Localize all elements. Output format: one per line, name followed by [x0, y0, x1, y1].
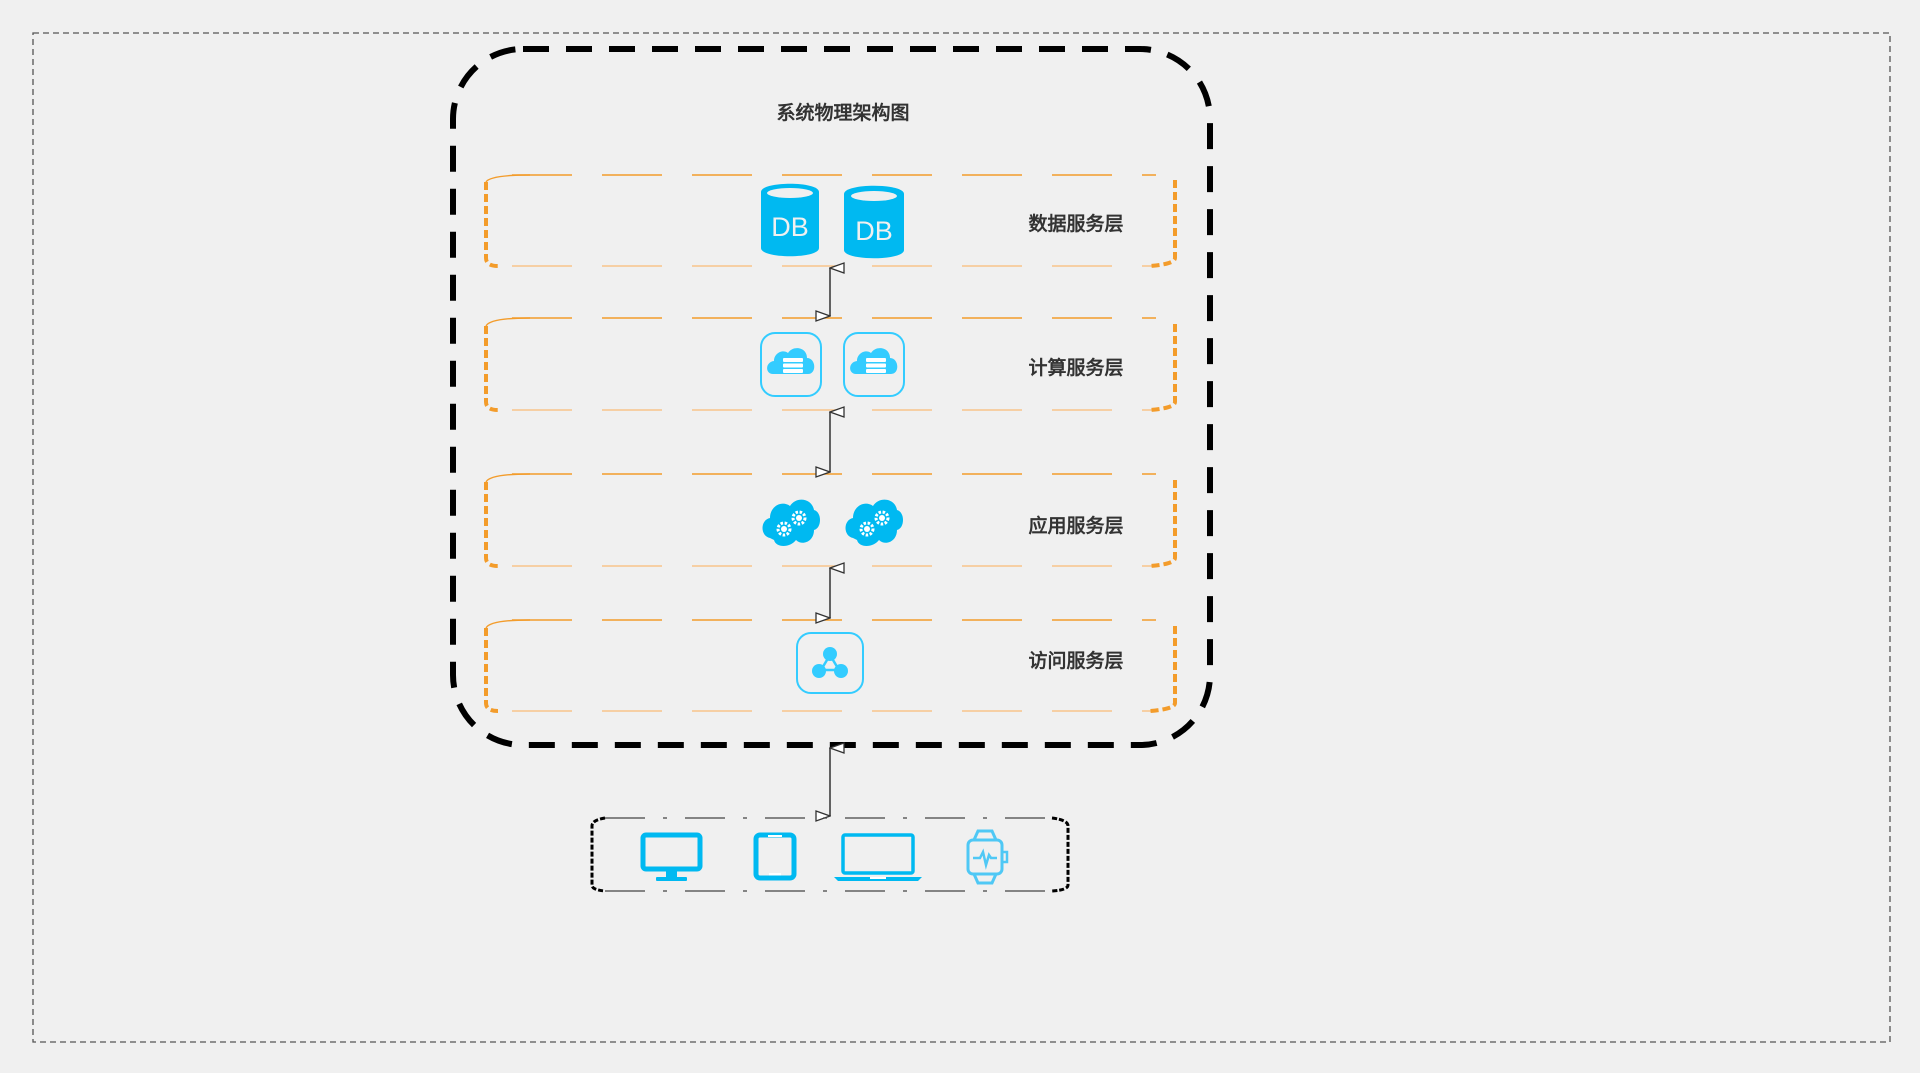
- desktop-monitor-icon: [640, 832, 703, 881]
- diagram-title: 系统物理架构图: [776, 102, 910, 124]
- cloud-server-icon: [843, 332, 905, 397]
- cloud-gears-icon: [762, 499, 820, 546]
- layer-label-data: 数据服务层: [1028, 213, 1124, 235]
- laptop-icon: [834, 833, 922, 881]
- svg-text:DB: DB: [855, 216, 893, 246]
- database-icon: DB: [761, 183, 819, 257]
- layer-label-access: 访问服务层: [1028, 650, 1124, 672]
- clients-box: [590, 816, 1070, 893]
- system-container: [450, 46, 1213, 748]
- cloud-gears-icon: [845, 499, 903, 546]
- network-hub-icon: [796, 632, 864, 694]
- layer-label-application: 应用服务层: [1028, 515, 1124, 537]
- smartwatch-icon: [966, 829, 1009, 885]
- tablet-icon: [753, 832, 797, 881]
- svg-text:DB: DB: [771, 212, 809, 242]
- layer-label-compute: 计算服务层: [1028, 357, 1124, 379]
- cloud-server-icon: [760, 332, 822, 397]
- canvas-border: [32, 32, 1891, 1043]
- database-icon: DB: [844, 185, 904, 259]
